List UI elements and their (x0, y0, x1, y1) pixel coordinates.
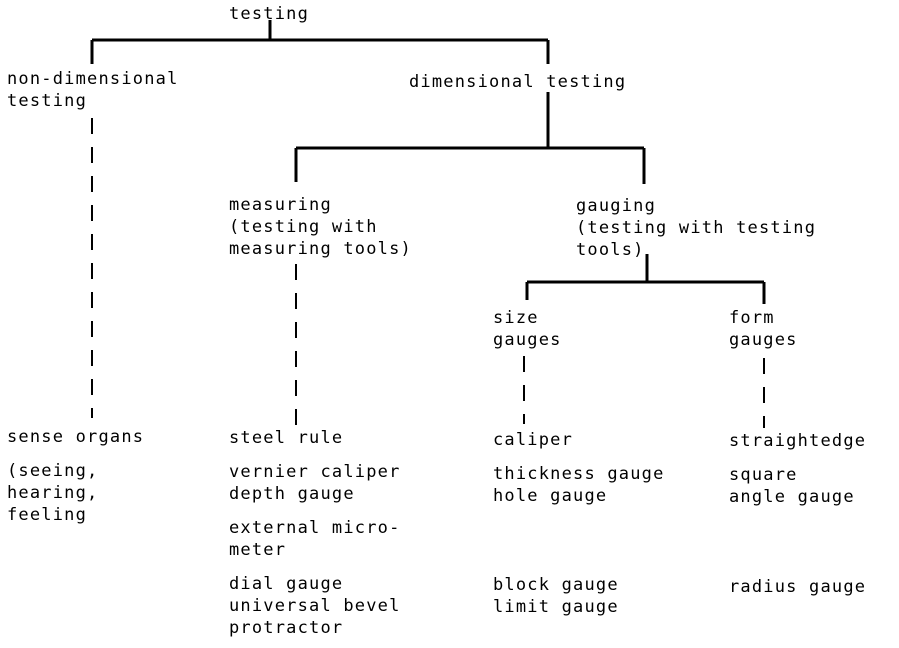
form-gauge-item: straightedge (729, 431, 867, 451)
gauging-node: gauging (testing with testing tools) (576, 196, 817, 260)
form-gauges-node: form gauges (729, 308, 798, 350)
senses-list: (seeing, hearing, feeling (7, 461, 99, 525)
measuring-item: steel rule (229, 428, 344, 448)
measuring-node: measuring (testing with measuring tools) (229, 195, 412, 259)
form-gauge-item: radius gauge (729, 577, 867, 597)
size-gauge-item: caliper (493, 430, 574, 450)
sense-organs-label: sense organs (7, 427, 145, 447)
measuring-item: dial gauge universal bevel protractor (229, 574, 401, 638)
form-gauge-item: square angle gauge (729, 465, 855, 507)
non-dimensional-node: non-dimensional testing (7, 69, 179, 111)
size-gauge-item: thickness gauge hole gauge (493, 464, 665, 506)
measuring-item: external micro- meter (229, 518, 401, 560)
measuring-item: vernier caliper depth gauge (229, 462, 401, 504)
dimensional-node: dimensional testing (409, 72, 627, 92)
root-node: testing (229, 4, 310, 24)
size-gauges-node: size gauges (493, 308, 562, 350)
size-gauge-item: block gauge limit gauge (493, 575, 619, 617)
